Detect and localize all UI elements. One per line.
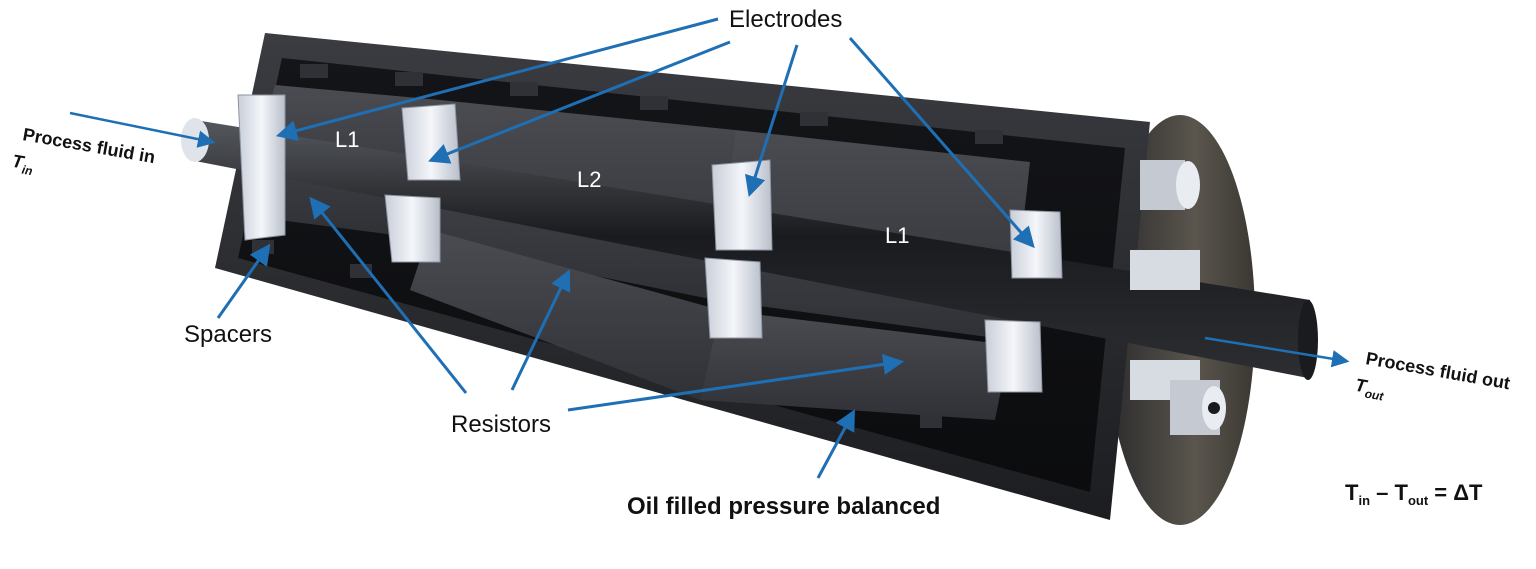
label-l1-left: L1 [335,127,359,152]
label-spacers: Spacers [184,321,272,348]
label-resistors: Resistors [451,411,551,438]
leader-arrows [69,17,1350,479]
inlet-text: Process fluid in [21,124,156,167]
outlet-text: Process fluid out [1364,348,1511,393]
end-cap-fittings [1130,160,1226,435]
inlet-label: Process fluid in Tin [10,124,157,178]
label-l2: L2 [577,167,601,192]
label-l1-right: L1 [885,223,909,248]
label-oil-filled: Oil filled pressure balanced [627,493,940,520]
outlet-temp: Tout [1353,375,1387,404]
outlet-pipe-end [1298,300,1318,380]
inlet-pipe-end [181,118,209,162]
delta-t-equation: Tin – Tout = ΔT [1345,480,1483,508]
inlet-temp: Tin [10,151,36,178]
label-electrodes: Electrodes [729,6,842,33]
outlet-label: Process fluid out Tout [1353,348,1512,404]
